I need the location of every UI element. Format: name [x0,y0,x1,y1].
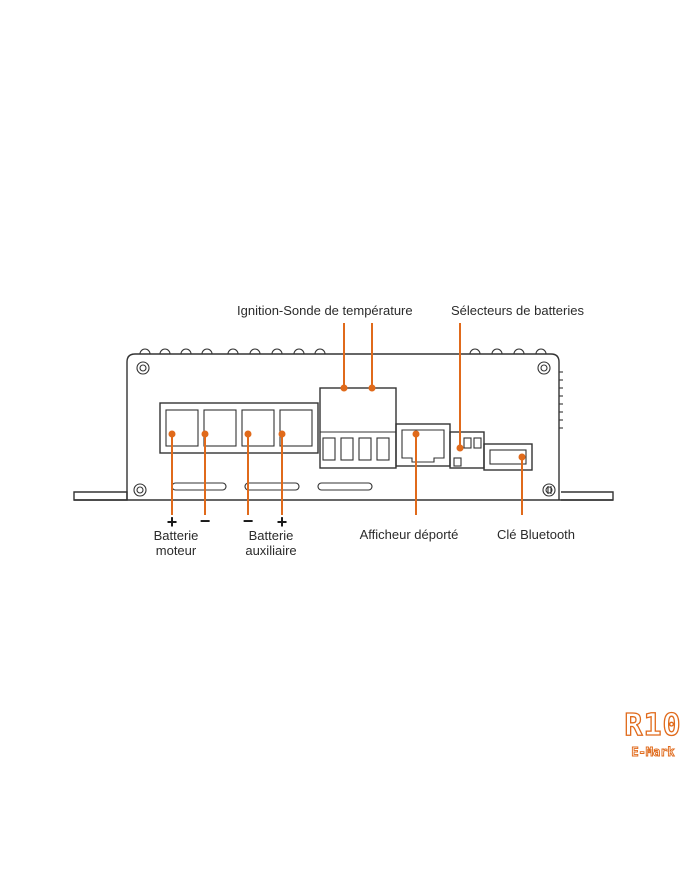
product-badge: R10 E-Mark [624,707,681,759]
battery-selector-switches [449,431,485,469]
label-ignition-sonde: Ignition-Sonde de température [237,303,413,318]
dot-bluetooth [518,453,526,461]
terminal-plus-1: + [167,512,178,532]
label-batterie-moteur-line1: Batterie [154,528,199,543]
screw-top-left [136,361,150,375]
terminal-minus-2: − [243,511,254,531]
dot-selecteurs [456,444,464,452]
terminal-plus-2: + [277,512,288,532]
screw-bottom-right [542,483,556,497]
screw-bottom-left [133,483,147,497]
side-fins [559,371,563,429]
dot-plus-2 [278,430,286,438]
ignition-sensor-connector [319,387,397,469]
power-terminal-block [159,402,319,454]
terminal-minus-1: − [200,511,211,531]
mounting-flange [73,491,614,501]
label-cle-bluetooth: Clé Bluetooth [497,527,575,542]
bluetooth-port [483,443,533,471]
label-afficheur-deporte: Afficheur déporté [360,527,459,542]
dot-minus-2 [244,430,252,438]
remote-display-connector [395,423,451,467]
vent-slots [171,482,373,491]
callout-leaders [168,323,526,515]
label-batterie-moteur-line2: moteur [156,543,197,558]
label-selecteurs-batteries: Sélecteurs de batteries [451,303,584,318]
label-batterie-aux-line2: auxiliaire [245,543,296,558]
dot-ignition-b [368,384,376,392]
dot-plus-1 [168,430,176,438]
screw-top-right [537,361,551,375]
badge-model: R10 [624,708,681,743]
device-enclosure [126,348,563,500]
dot-ignition-a [340,384,348,392]
dot-minus-1 [201,430,209,438]
label-batterie-aux-line1: Batterie [249,528,294,543]
dot-afficheur [412,430,420,438]
badge-variant: E-Mark [631,745,675,759]
cooling-fins [139,348,547,355]
